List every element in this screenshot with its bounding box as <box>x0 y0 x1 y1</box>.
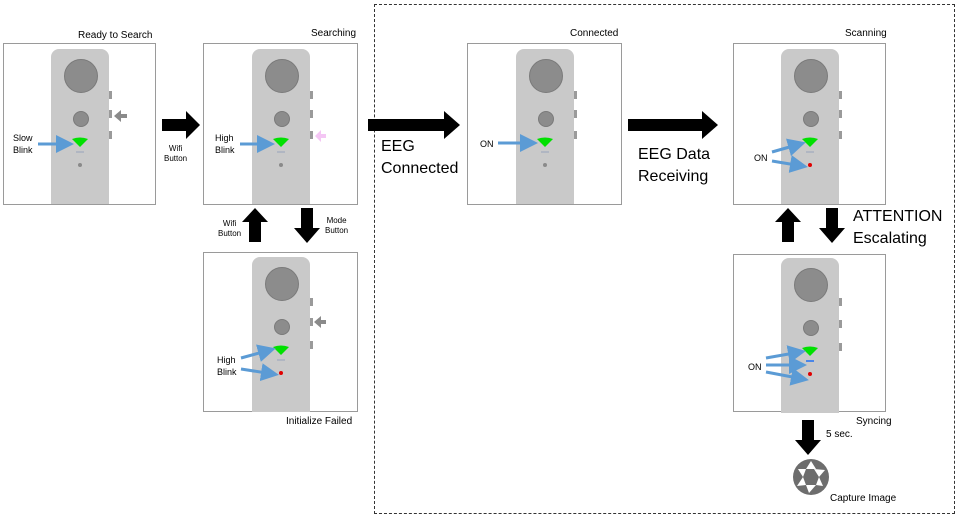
note-ready: Slow Blink <box>13 133 33 155</box>
note-searching: High Blink <box>215 133 235 155</box>
pointer-scanning-2 <box>771 155 808 173</box>
side-button <box>310 341 313 349</box>
side-button <box>574 110 577 118</box>
note-syncing: ON <box>748 362 762 372</box>
side-button <box>839 320 842 328</box>
side-button <box>310 318 313 326</box>
mode-button <box>274 319 290 335</box>
device-syncing <box>781 258 839 413</box>
label-eeg-connected: EEG Connected <box>381 138 459 177</box>
power-button <box>794 59 828 93</box>
arrow-failed-to-searching <box>242 208 268 242</box>
side-button <box>839 131 842 139</box>
record-led <box>279 371 283 375</box>
side-button <box>574 91 577 99</box>
side-button <box>310 91 313 99</box>
record-led <box>543 163 547 167</box>
device-ready <box>51 49 109 204</box>
arrow-searching-to-failed <box>294 208 320 243</box>
arrow-searching-to-connected <box>368 111 460 139</box>
pointer-scanning-1 <box>771 138 806 156</box>
status-led-strip <box>806 360 814 362</box>
wifi-led-icon <box>537 137 553 147</box>
mode-button <box>73 111 89 127</box>
title-failed: Initialize Failed <box>286 416 353 427</box>
status-led-strip <box>541 151 549 153</box>
title-connected: Connected <box>570 28 619 39</box>
side-button <box>109 131 112 139</box>
note-failed: High Blink <box>217 355 237 377</box>
record-led <box>808 372 812 376</box>
pointer-failed-2 <box>240 363 279 382</box>
arrow-connected-to-scanning <box>628 111 718 139</box>
label-eeg-data-receiving: EEG Data Receiving <box>638 146 711 185</box>
status-led-strip <box>277 151 285 153</box>
camera-shutter-icon <box>793 459 829 495</box>
label-five-sec: 5 sec. <box>826 429 853 440</box>
device-failed <box>252 257 310 412</box>
note-scanning: ON <box>754 153 768 163</box>
mode-button <box>803 320 819 336</box>
side-button <box>574 131 577 139</box>
label-attention-escalating: ATTENTION Escalating <box>853 208 943 247</box>
wifi-led-icon <box>802 346 818 356</box>
label-mode-button: Mode Button <box>325 216 349 235</box>
mode-button <box>274 111 290 127</box>
side-button <box>310 298 313 306</box>
side-button <box>109 91 112 99</box>
side-button <box>310 131 313 139</box>
arrow-syncing-to-scanning <box>775 208 801 242</box>
title-ready: Ready to Search <box>78 30 153 41</box>
arrow-scanning-to-syncing <box>819 208 845 243</box>
hint-arrow-wifi <box>114 110 127 122</box>
note-connected: ON <box>480 139 494 149</box>
side-button <box>839 343 842 351</box>
wifi-led-icon <box>802 137 818 147</box>
record-led <box>808 163 812 167</box>
mode-button <box>538 111 554 127</box>
wifi-led-icon <box>72 137 88 147</box>
title-scanning: Scanning <box>845 28 887 39</box>
label-capture-image: Capture Image <box>830 493 897 504</box>
power-button <box>529 59 563 93</box>
side-button <box>109 110 112 118</box>
wifi-led-icon <box>273 137 289 147</box>
power-button <box>794 268 828 302</box>
status-led-strip <box>806 151 814 153</box>
connected-region-border <box>374 4 955 514</box>
mode-button <box>803 111 819 127</box>
record-led <box>279 163 283 167</box>
arrow-syncing-to-capture <box>795 420 821 455</box>
power-button <box>265 59 299 93</box>
status-led-strip <box>277 359 285 361</box>
pointer-syncing-1 <box>765 345 806 363</box>
label-wifi-button-1: Wifi Button <box>164 144 188 163</box>
power-button <box>64 59 98 93</box>
pointer-failed-1 <box>240 344 276 362</box>
arrow-ready-to-searching <box>162 111 200 139</box>
wifi-led-icon <box>273 345 289 355</box>
side-button <box>839 91 842 99</box>
device-searching <box>252 49 310 204</box>
title-syncing: Syncing <box>856 416 892 427</box>
power-button <box>265 267 299 301</box>
device-connected <box>516 49 574 204</box>
side-button <box>839 298 842 306</box>
pointer-syncing-3 <box>765 367 809 386</box>
side-button <box>310 110 313 118</box>
label-wifi-button-2: Wifi Button <box>218 219 242 238</box>
side-button <box>839 110 842 118</box>
title-searching: Searching <box>311 28 357 39</box>
record-led <box>78 163 82 167</box>
device-scanning <box>781 49 839 204</box>
status-led-strip <box>76 151 84 153</box>
hint-arrow-mode <box>314 316 326 328</box>
hint-arrow-wifi-pink <box>315 130 326 142</box>
